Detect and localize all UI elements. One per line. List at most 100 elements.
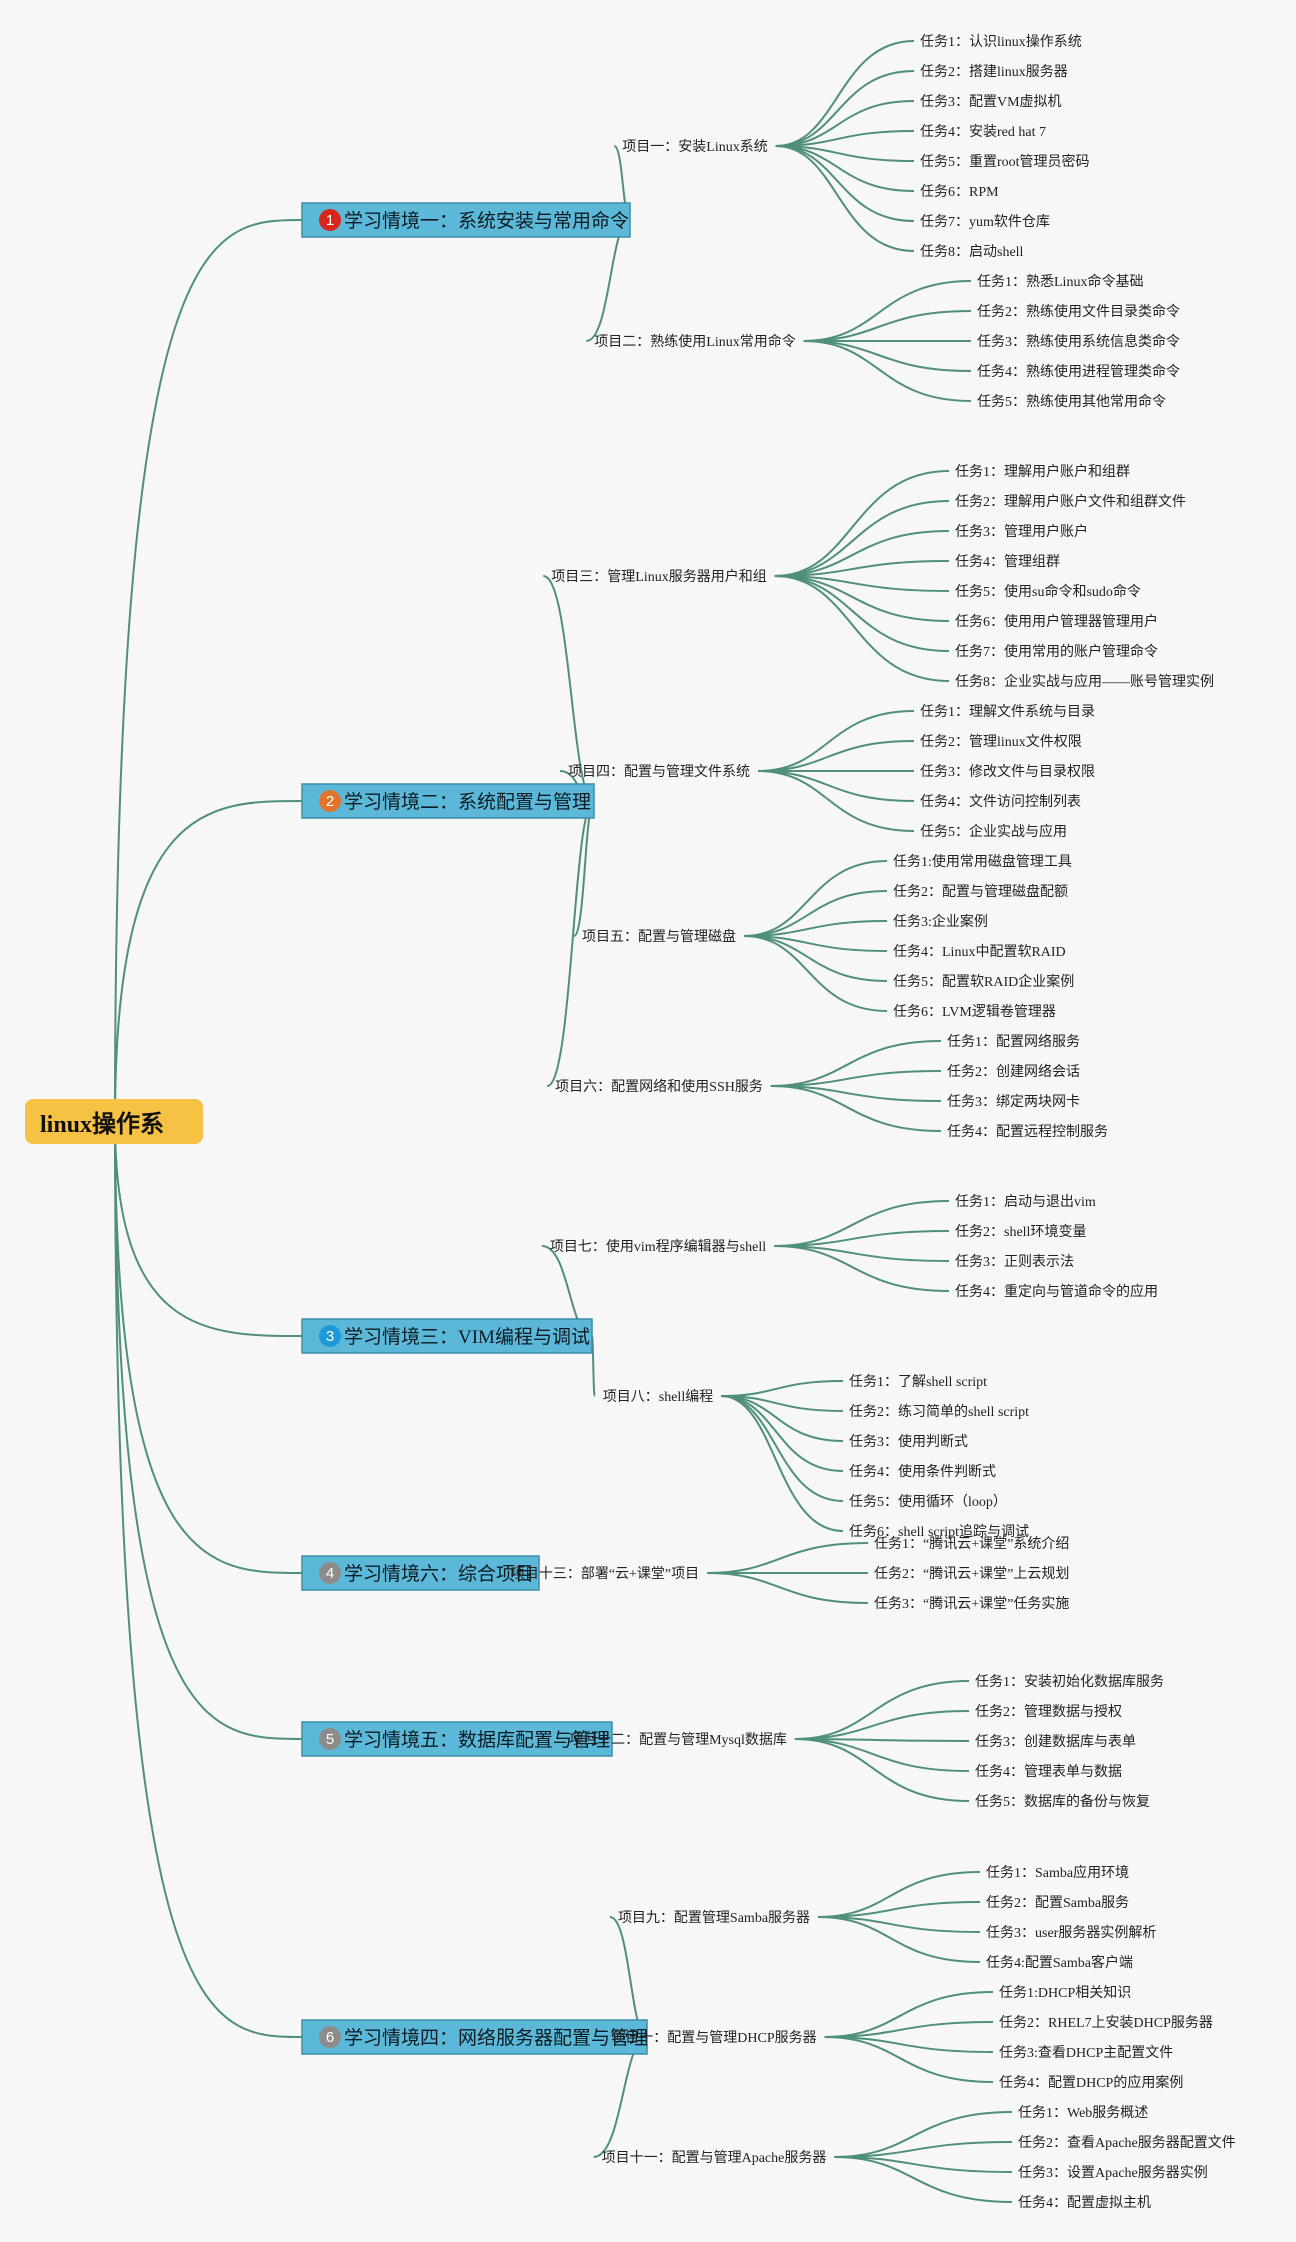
task-node[interactable]: 任务3:企业案例 <box>893 913 988 930</box>
project-node[interactable]: 项目十三：部署“云+课堂”项目 <box>511 1566 699 1582</box>
task-node[interactable]: 任务1:使用常用磁盘管理工具 <box>893 853 1072 870</box>
task-node[interactable]: 任务2：查看Apache服务器配置文件 <box>1018 2135 1236 2151</box>
task-node[interactable]: 任务7：使用常用的账户管理命令 <box>955 643 1158 660</box>
task-node[interactable]: 任务1：Web服务概述 <box>1018 2105 1148 2121</box>
project-to-task-link <box>834 2156 1013 2203</box>
task-node[interactable]: 任务4：文件访问控制列表 <box>920 794 1081 810</box>
task-node[interactable]: 任务3：user服务器实例解析 <box>986 1925 1156 1941</box>
task-node[interactable]: 任务8：启动shell <box>920 244 1024 260</box>
task-node[interactable]: 任务1：了解shell script <box>849 1374 987 1390</box>
task-node[interactable]: 任务3：使用判断式 <box>849 1433 968 1450</box>
task-node[interactable]: 任务3：修改文件与目录权限 <box>920 764 1095 780</box>
project-node[interactable]: 项目五：配置与管理磁盘 <box>582 928 736 945</box>
task-node[interactable]: 任务1：理解用户账户和组群 <box>955 463 1130 480</box>
task-node[interactable]: 任务6：LVM逻辑卷管理器 <box>893 1004 1056 1020</box>
project-label: 项目三：管理Linux服务器用户和组 <box>551 568 766 585</box>
task-node[interactable]: 任务1：理解文件系统与目录 <box>920 704 1095 720</box>
task-node[interactable]: 任务2：熟练使用文件目录类命令 <box>977 303 1180 320</box>
task-node[interactable]: 任务6：shell script追踪与调试 <box>849 1524 1029 1540</box>
task-node[interactable]: 任务1：配置网络服务 <box>947 1034 1080 1050</box>
task-node[interactable]: 任务1：安装初始化数据库服务 <box>975 1673 1164 1690</box>
root-node[interactable]: linux操作系 <box>25 1099 203 1144</box>
task-node[interactable]: 任务2：管理数据与授权 <box>975 1704 1122 1720</box>
project-to-task-link <box>770 1085 942 1102</box>
task-node[interactable]: 任务4：重定向与管道命令的应用 <box>955 1283 1158 1300</box>
project-label: 项目十二：配置与管理Mysql数据库 <box>569 1732 787 1748</box>
task-node[interactable]: 任务6：使用用户管理器管理用户 <box>955 613 1158 630</box>
task-node[interactable]: 任务5：配置软RAID企业案例 <box>893 973 1074 990</box>
task-node[interactable]: 任务1:DHCP相关知识 <box>999 1984 1131 2001</box>
task-node[interactable]: 任务5：重置root管理员密码 <box>920 153 1090 170</box>
task-node[interactable]: 任务3：创建数据库与表单 <box>975 1734 1136 1750</box>
task-node[interactable]: 任务3：“腾讯云+课堂”任务实施 <box>874 1595 1069 1612</box>
task-node[interactable]: 任务2：配置Samba服务 <box>986 1895 1129 1911</box>
task-node[interactable]: 任务4：Linux中配置软RAID <box>893 944 1066 960</box>
task-node[interactable]: 任务1：熟悉Linux命令基础 <box>977 273 1143 290</box>
task-node[interactable]: 任务7：yum软件仓库 <box>920 214 1050 230</box>
task-node[interactable]: 任务2：创建网络会话 <box>947 1064 1080 1080</box>
task-label: 任务2：“腾讯云+课堂”上云规划 <box>874 1565 1069 1582</box>
task-node[interactable]: 任务1：启动与退出vim <box>955 1194 1096 1210</box>
task-node[interactable]: 任务3：正则表示法 <box>955 1254 1074 1270</box>
task-node[interactable]: 任务5：使用循环（loop） <box>849 1493 1007 1510</box>
scene-number-badge <box>319 790 341 812</box>
project-to-task-link <box>818 1916 981 1963</box>
task-node[interactable]: 任务4：管理组群 <box>955 554 1060 570</box>
task-node[interactable]: 任务2：练习简单的shell script <box>849 1403 1029 1420</box>
task-node[interactable]: 任务4：使用条件判断式 <box>849 1463 996 1480</box>
task-node[interactable]: 任务3：熟练使用系统信息类命令 <box>977 333 1180 350</box>
task-node[interactable]: 任务3：配置VM虚拟机 <box>920 94 1062 110</box>
task-node[interactable]: 任务2：配置与管理磁盘配额 <box>893 883 1068 900</box>
task-node[interactable]: 任务3：设置Apache服务器实例 <box>1018 2165 1208 2181</box>
task-node[interactable]: 任务4：管理表单与数据 <box>975 1764 1122 1780</box>
scene-label: 学习情境五：数据库配置与管理 <box>344 1729 610 1751</box>
task-node[interactable]: 任务6：RPM <box>920 184 999 200</box>
project-node[interactable]: 项目一：安装Linux系统 <box>622 139 767 155</box>
task-node[interactable]: 任务4：配置远程控制服务 <box>947 1124 1108 1140</box>
task-node[interactable]: 任务5：使用su命令和sudo命令 <box>955 583 1141 600</box>
project-node[interactable]: 项目十二：配置与管理Mysql数据库 <box>569 1732 787 1748</box>
project-to-task-link <box>770 1085 942 1132</box>
task-node[interactable]: 任务5：熟练使用其他常用命令 <box>977 393 1166 410</box>
project-to-task-link <box>794 1680 970 1740</box>
scene-box <box>301 1555 540 1591</box>
task-node[interactable]: 任务2：管理linux文件权限 <box>920 734 1082 750</box>
project-node[interactable]: 项目九：配置管理Samba服务器 <box>618 1910 810 1926</box>
project-node[interactable]: 项目六：配置网络和使用SSH服务 <box>555 1078 763 1095</box>
project-node[interactable]: 项目七：使用vim程序编辑器与shell <box>550 1238 766 1255</box>
task-node[interactable]: 任务3:查看DHCP主配置文件 <box>999 2045 1173 2061</box>
task-node[interactable]: 任务1：Samba应用环境 <box>986 1864 1129 1881</box>
task-label: 任务3：正则表示法 <box>955 1254 1074 1270</box>
task-node[interactable]: 任务4：配置DHCP的应用案例 <box>999 2074 1183 2091</box>
project-node[interactable]: 项目四：配置与管理文件系统 <box>568 764 750 780</box>
task-node[interactable]: 任务2：理解用户账户文件和组群文件 <box>955 493 1186 510</box>
task-node[interactable]: 任务4：配置虚拟主机 <box>1018 2195 1151 2211</box>
task-node[interactable]: 任务3：绑定两块网卡 <box>947 1094 1080 1110</box>
task-node[interactable]: 任务8：企业实战与应用——账号管理实例 <box>955 673 1214 690</box>
task-node[interactable]: 任务4:配置Samba客户端 <box>986 1954 1133 1971</box>
task-node[interactable]: 任务5：数据库的备份与恢复 <box>975 1793 1150 1810</box>
task-label: 任务4：使用条件判断式 <box>849 1463 996 1480</box>
project-node[interactable]: 项目二：熟练使用Linux常用命令 <box>594 333 795 350</box>
project-node[interactable]: 项目十：配置与管理DHCP服务器 <box>611 2030 816 2046</box>
project-node[interactable]: 项目十一：配置与管理Apache服务器 <box>602 2150 827 2166</box>
task-node[interactable]: 任务3：管理用户账户 <box>955 523 1088 540</box>
task-node[interactable]: 任务2：“腾讯云+课堂”上云规划 <box>874 1565 1069 1582</box>
task-node[interactable]: 任务4：安装red hat 7 <box>920 124 1046 140</box>
task-node[interactable]: 任务1：认识linux操作系统 <box>920 34 1082 50</box>
task-node[interactable]: 任务1：“腾讯云+课堂”系统介绍 <box>874 1535 1069 1552</box>
task-node[interactable]: 任务5：企业实战与应用 <box>920 823 1067 840</box>
project-node[interactable]: 项目三：管理Linux服务器用户和组 <box>551 568 766 585</box>
project-node[interactable]: 项目八：shell编程 <box>603 1389 713 1405</box>
task-node[interactable]: 任务2：搭建linux服务器 <box>920 64 1068 80</box>
task-node[interactable]: 任务2：RHEL7上安装DHCP服务器 <box>999 2015 1213 2031</box>
task-node[interactable]: 任务4：熟练使用进程管理类命令 <box>977 363 1180 380</box>
task-node[interactable]: 任务2：shell环境变量 <box>955 1224 1086 1240</box>
